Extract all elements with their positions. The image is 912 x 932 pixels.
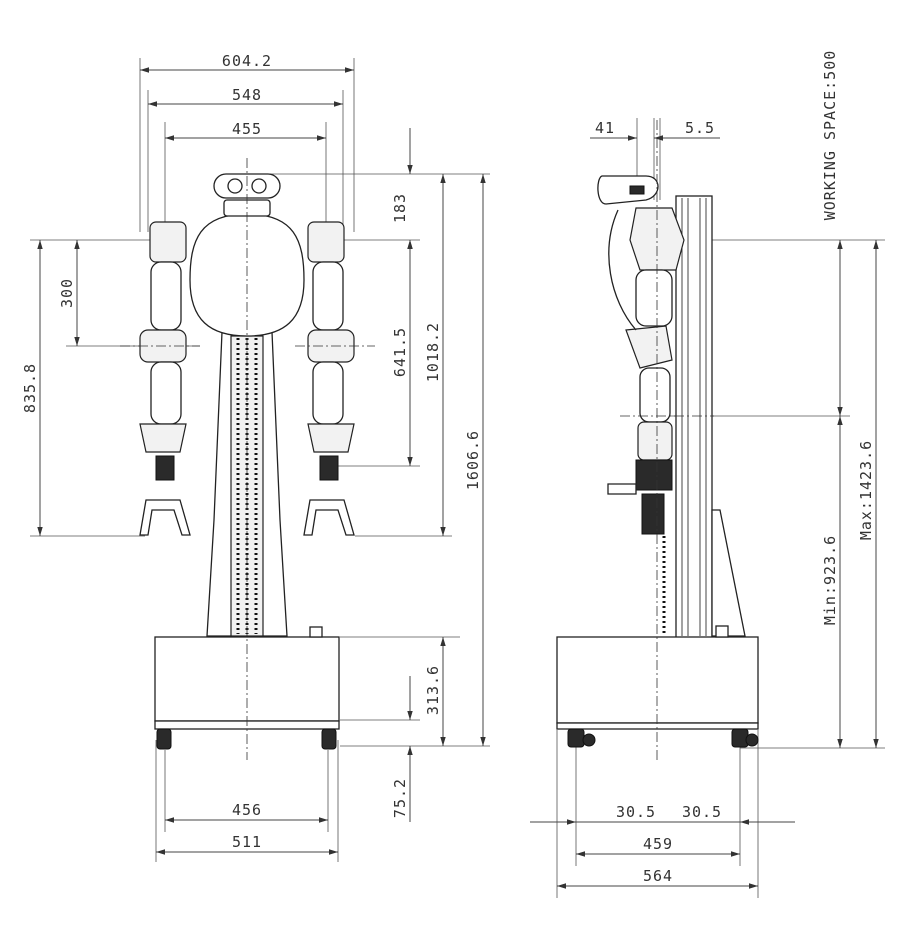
- dim-wheel-track: 456: [232, 801, 262, 819]
- front-robot: [120, 158, 375, 760]
- dim-shoulder-to-elbow: 300: [58, 278, 76, 308]
- dim-total-height: 1606.6: [464, 430, 482, 490]
- dim-shoulder-to-wrist: 641.5: [391, 327, 409, 377]
- dim-head-offset: 41: [595, 119, 615, 137]
- dim-base-height: 313.6: [424, 665, 442, 715]
- dim-base-depth: 564: [643, 867, 673, 885]
- dim-wheel-inset-right: 30.5: [682, 803, 722, 821]
- dim-width-arm-span: 548: [232, 86, 262, 104]
- dim-wheel-inset-left: 30.5: [616, 803, 656, 821]
- dim-working-space: WORKING SPACE:500: [821, 50, 839, 221]
- dim-arm-length: 835.8: [21, 363, 39, 413]
- dim-base-width: 511: [232, 833, 262, 851]
- dim-width-shoulders: 455: [232, 120, 262, 138]
- dim-offset-small: 5.5: [685, 119, 715, 137]
- dim-wheel-base: 459: [643, 835, 673, 853]
- front-view: 604.2 548 455 183 641.5 1018.2 1606.6 31…: [21, 52, 490, 862]
- side-view: 41 5.5 WORKING SPACE:500 Max:1423.6 Min:…: [530, 50, 885, 898]
- dim-width-overall: 604.2: [222, 52, 272, 70]
- dim-lift-min: Min:923.6: [821, 535, 839, 625]
- dim-head-to-wrist: 1018.2: [424, 322, 442, 382]
- dim-wheel-height: 75.2: [391, 778, 409, 818]
- dim-head-height: 183: [391, 193, 409, 223]
- dim-lift-max: Max:1423.6: [857, 440, 875, 540]
- side-robot: [557, 120, 758, 760]
